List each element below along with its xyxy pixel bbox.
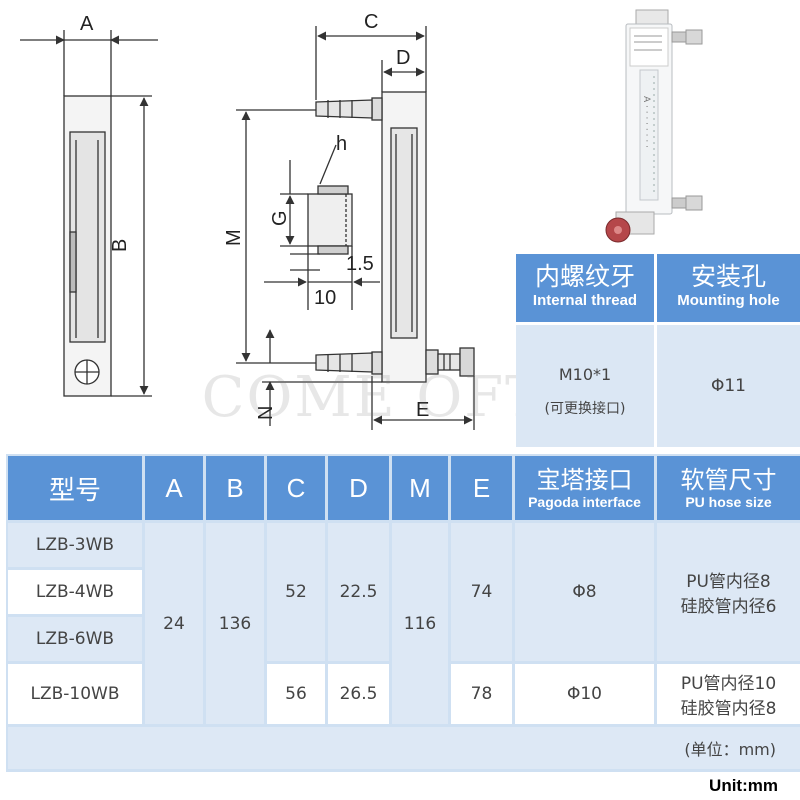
- g1-value-d: 22.5: [328, 523, 389, 661]
- thread-header-zh: 内螺纹牙: [534, 262, 635, 291]
- header-m: M: [392, 456, 448, 520]
- g1-value-pagoda: Φ8: [515, 523, 654, 661]
- g2-value-pagoda: Φ10: [515, 664, 654, 724]
- g2-value-d: 26.5: [328, 664, 389, 724]
- g2-hose-2: 硅胶管内径8: [680, 699, 777, 719]
- mount-header-en: Mounting hole: [677, 292, 780, 309]
- dim-label-e: E: [416, 399, 429, 421]
- model-lzb-6wb: LZB-6WB: [8, 617, 142, 661]
- dim-label-g: G: [269, 210, 291, 226]
- g2-value-hose: PU管内径10 硅胶管内径8: [657, 664, 800, 724]
- dim-label-a: A: [80, 13, 94, 35]
- g1-hose-2: 硅胶管内径6: [680, 597, 777, 617]
- mount-header-cell: 安装孔 Mounting hole: [657, 254, 800, 322]
- photo-scale-marks: A · · · · · · · ·: [641, 96, 651, 148]
- dim-label-10: 10: [314, 287, 336, 309]
- mount-value: Φ11: [710, 376, 746, 396]
- dim-label-m: M: [223, 229, 245, 246]
- header-pagoda-zh: 宝塔接口: [536, 466, 633, 494]
- header-b: B: [206, 456, 264, 520]
- product-photo: A · · · · · · · ·: [605, 9, 703, 243]
- header-c: C: [267, 456, 325, 520]
- g1-value-e: 74: [451, 523, 512, 661]
- model-lzb-4wb: LZB-4WB: [8, 570, 142, 614]
- thread-value: M10*1: [558, 365, 612, 384]
- thread-header-en: Internal thread: [532, 292, 638, 309]
- g1-hose-1: PU管内径8: [686, 572, 771, 592]
- dim-label-n: N: [255, 406, 277, 420]
- thread-value-cell: M10*1 (可更换接口): [516, 325, 654, 447]
- header-hose-en: PU hose size: [685, 494, 772, 510]
- value-m: 116: [392, 523, 448, 724]
- dim-label-b: B: [109, 239, 131, 252]
- thread-header-cell: 内螺纹牙 Internal thread: [516, 254, 654, 322]
- dim-label-c: C: [364, 11, 378, 33]
- unit-en: Unit:mm: [709, 776, 778, 795]
- header-a: A: [145, 456, 203, 520]
- header-hose: 软管尺寸 PU hose size: [657, 456, 800, 520]
- unit-zh: (单位：mm): [684, 740, 776, 759]
- header-hose-zh: 软管尺寸: [680, 466, 777, 494]
- header-d: D: [328, 456, 389, 520]
- header-e: E: [451, 456, 512, 520]
- dim-label-d: D: [396, 47, 410, 69]
- model-lzb-10wb: LZB-10WB: [8, 664, 142, 724]
- thread-note: (可更换接口): [544, 401, 626, 417]
- model-lzb-3wb: LZB-3WB: [8, 523, 142, 567]
- value-a: 24: [145, 523, 203, 724]
- dim-label-1-5: 1.5: [346, 253, 374, 275]
- g1-value-c: 52: [267, 523, 325, 661]
- thread-detail: [307, 193, 353, 247]
- g2-value-e: 78: [451, 664, 512, 724]
- g1-value-hose: PU管内径8 硅胶管内径6: [657, 523, 800, 661]
- g2-hose-1: PU管内径10: [680, 674, 777, 694]
- header-model: 型号: [8, 456, 142, 520]
- value-b: 136: [206, 523, 264, 724]
- mount-header-zh: 安装孔: [690, 262, 766, 291]
- mount-value-cell: Φ11: [657, 325, 800, 447]
- unit-row: (单位：mm): [8, 727, 800, 769]
- technical-drawing: A B C D M N E G h 1.5 10: [20, 11, 475, 430]
- g2-value-c: 56: [267, 664, 325, 724]
- header-pagoda: 宝塔接口 Pagoda interface: [515, 456, 654, 520]
- dim-label-h: h: [336, 133, 347, 155]
- header-pagoda-en: Pagoda interface: [528, 494, 641, 510]
